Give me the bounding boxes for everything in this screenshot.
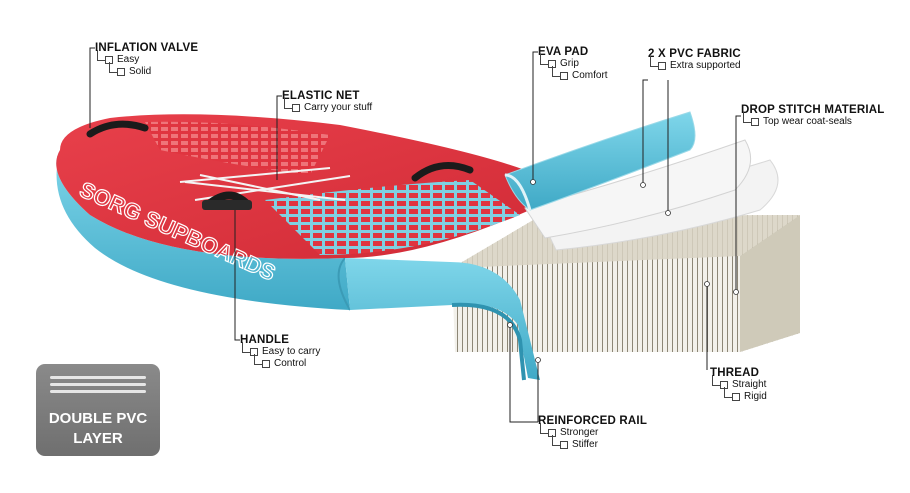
leader-lines [89,47,741,423]
callout-title: ELASTIC NET [282,90,360,102]
callout-drop-stitch: DROP STITCH MATERIAL Top wear coat-seals [741,104,885,128]
rail-extension [345,258,540,380]
anchor-dots [507,179,739,363]
callout-item: Comfort [538,66,608,82]
layer-wave-icon [50,376,146,379]
pvc-fabric-sheet-1 [524,139,752,239]
callout-elastic-net: ELASTIC NET Carry your stuff [282,90,372,114]
callout-title: INFLATION VALVE [95,42,199,54]
double-pvc-layer-badge: DOUBLE PVC LAYER [36,364,160,456]
callout-thread: THREAD Straight Rigid [710,367,767,403]
rail-wrap-inner [451,302,526,381]
callout-handle: HANDLE Easy to carry Control [240,334,320,370]
callout-item: Rigid [710,387,767,403]
callout-item: Easy to carry [240,342,320,358]
callout-title: EVA PAD [538,46,589,58]
callout-item: Top wear coat-seals [741,112,885,128]
handle-side [411,162,474,182]
board-rail [56,150,350,310]
eva-pad-grip-surface [504,173,532,211]
callout-title: 2 X PVC FABRIC [648,48,741,60]
callout-inflation-valve: INFLATION VALVE Easy Solid [95,42,198,78]
callout-item: Solid [95,62,198,78]
callout-item: Control [240,354,306,370]
handle-center-base [202,200,252,210]
callout-item: Stiffer [538,435,647,451]
badge-line-2: LAYER [73,430,123,447]
callout-reinforced-rail: REINFORCED RAIL Stronger Stiffer [538,415,647,451]
callout-pvc-fabric: 2 X PVC FABRIC Extra supported [648,48,741,72]
callout-title: DROP STITCH MATERIAL [741,104,885,116]
handle-rear [86,120,149,138]
layer-wave-icon [50,383,146,386]
callout-item: Extra supported [648,56,741,72]
callout-eva-pad: EVA PAD Grip Comfort [538,46,608,82]
callout-title: HANDLE [240,334,290,346]
callout-item: Straight [710,375,766,391]
deck-rear-pad [145,121,330,175]
rail-seam [337,257,351,311]
drop-stitch-side [740,215,800,352]
callout-item: Grip [538,54,588,70]
callout-item: Carry your stuff [282,98,372,114]
callout-title: REINFORCED RAIL [538,415,648,427]
badge-line-1: DOUBLE PVC [48,410,148,427]
layer-wave-icon [50,390,146,393]
callout-title: THREAD [710,367,760,379]
